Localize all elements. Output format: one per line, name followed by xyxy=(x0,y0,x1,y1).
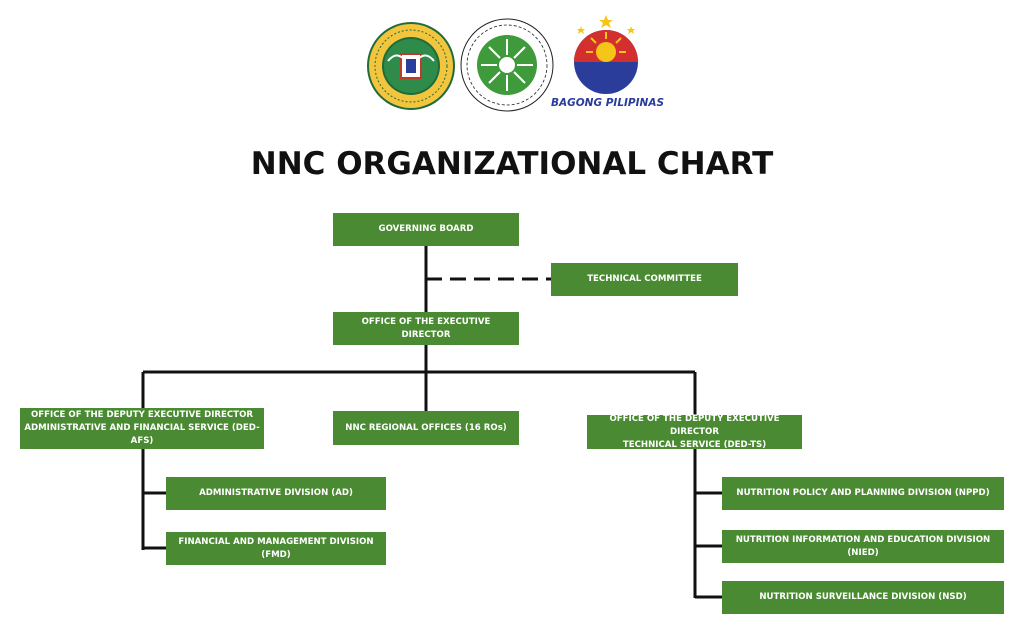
box-financial-management-division: FINANCIAL AND MANAGEMENT DIVISION (FMD) xyxy=(166,532,386,565)
box-technical-committee: TECHNICAL COMMITTEE xyxy=(551,263,738,296)
box-administrative-division: ADMINISTRATIVE DIVISION (AD) xyxy=(166,477,386,510)
box-ded-ts: OFFICE OF THE DEPUTY EXECUTIVE DIRECTOR … xyxy=(587,414,802,450)
box-nsd: NUTRITION SURVEILLANCE DIVISION (NSD) xyxy=(722,581,1004,614)
box-regional-offices: NNC REGIONAL OFFICES (16 ROs) xyxy=(333,411,519,445)
page-title: NNC ORGANIZATIONAL CHART xyxy=(250,146,774,182)
bagong-pilipinas-icon xyxy=(574,15,638,94)
box-nppd: NUTRITION POLICY AND PLANNING DIVISION (… xyxy=(722,477,1004,510)
doh-seal-icon xyxy=(367,22,455,110)
nnc-seal-icon xyxy=(460,18,554,112)
box-ded-afs: OFFICE OF THE DEPUTY EXECUTIVE DIRECTOR … xyxy=(20,408,264,449)
box-governing-board: GOVERNING BOARD xyxy=(333,213,519,246)
bagong-pilipinas-text: BAGONG PILIPINAS xyxy=(551,97,665,109)
box-nied: NUTRITION INFORMATION AND EDUCATION DIVI… xyxy=(722,530,1004,563)
box-executive-director: OFFICE OF THE EXECUTIVE DIRECTOR xyxy=(333,312,519,345)
